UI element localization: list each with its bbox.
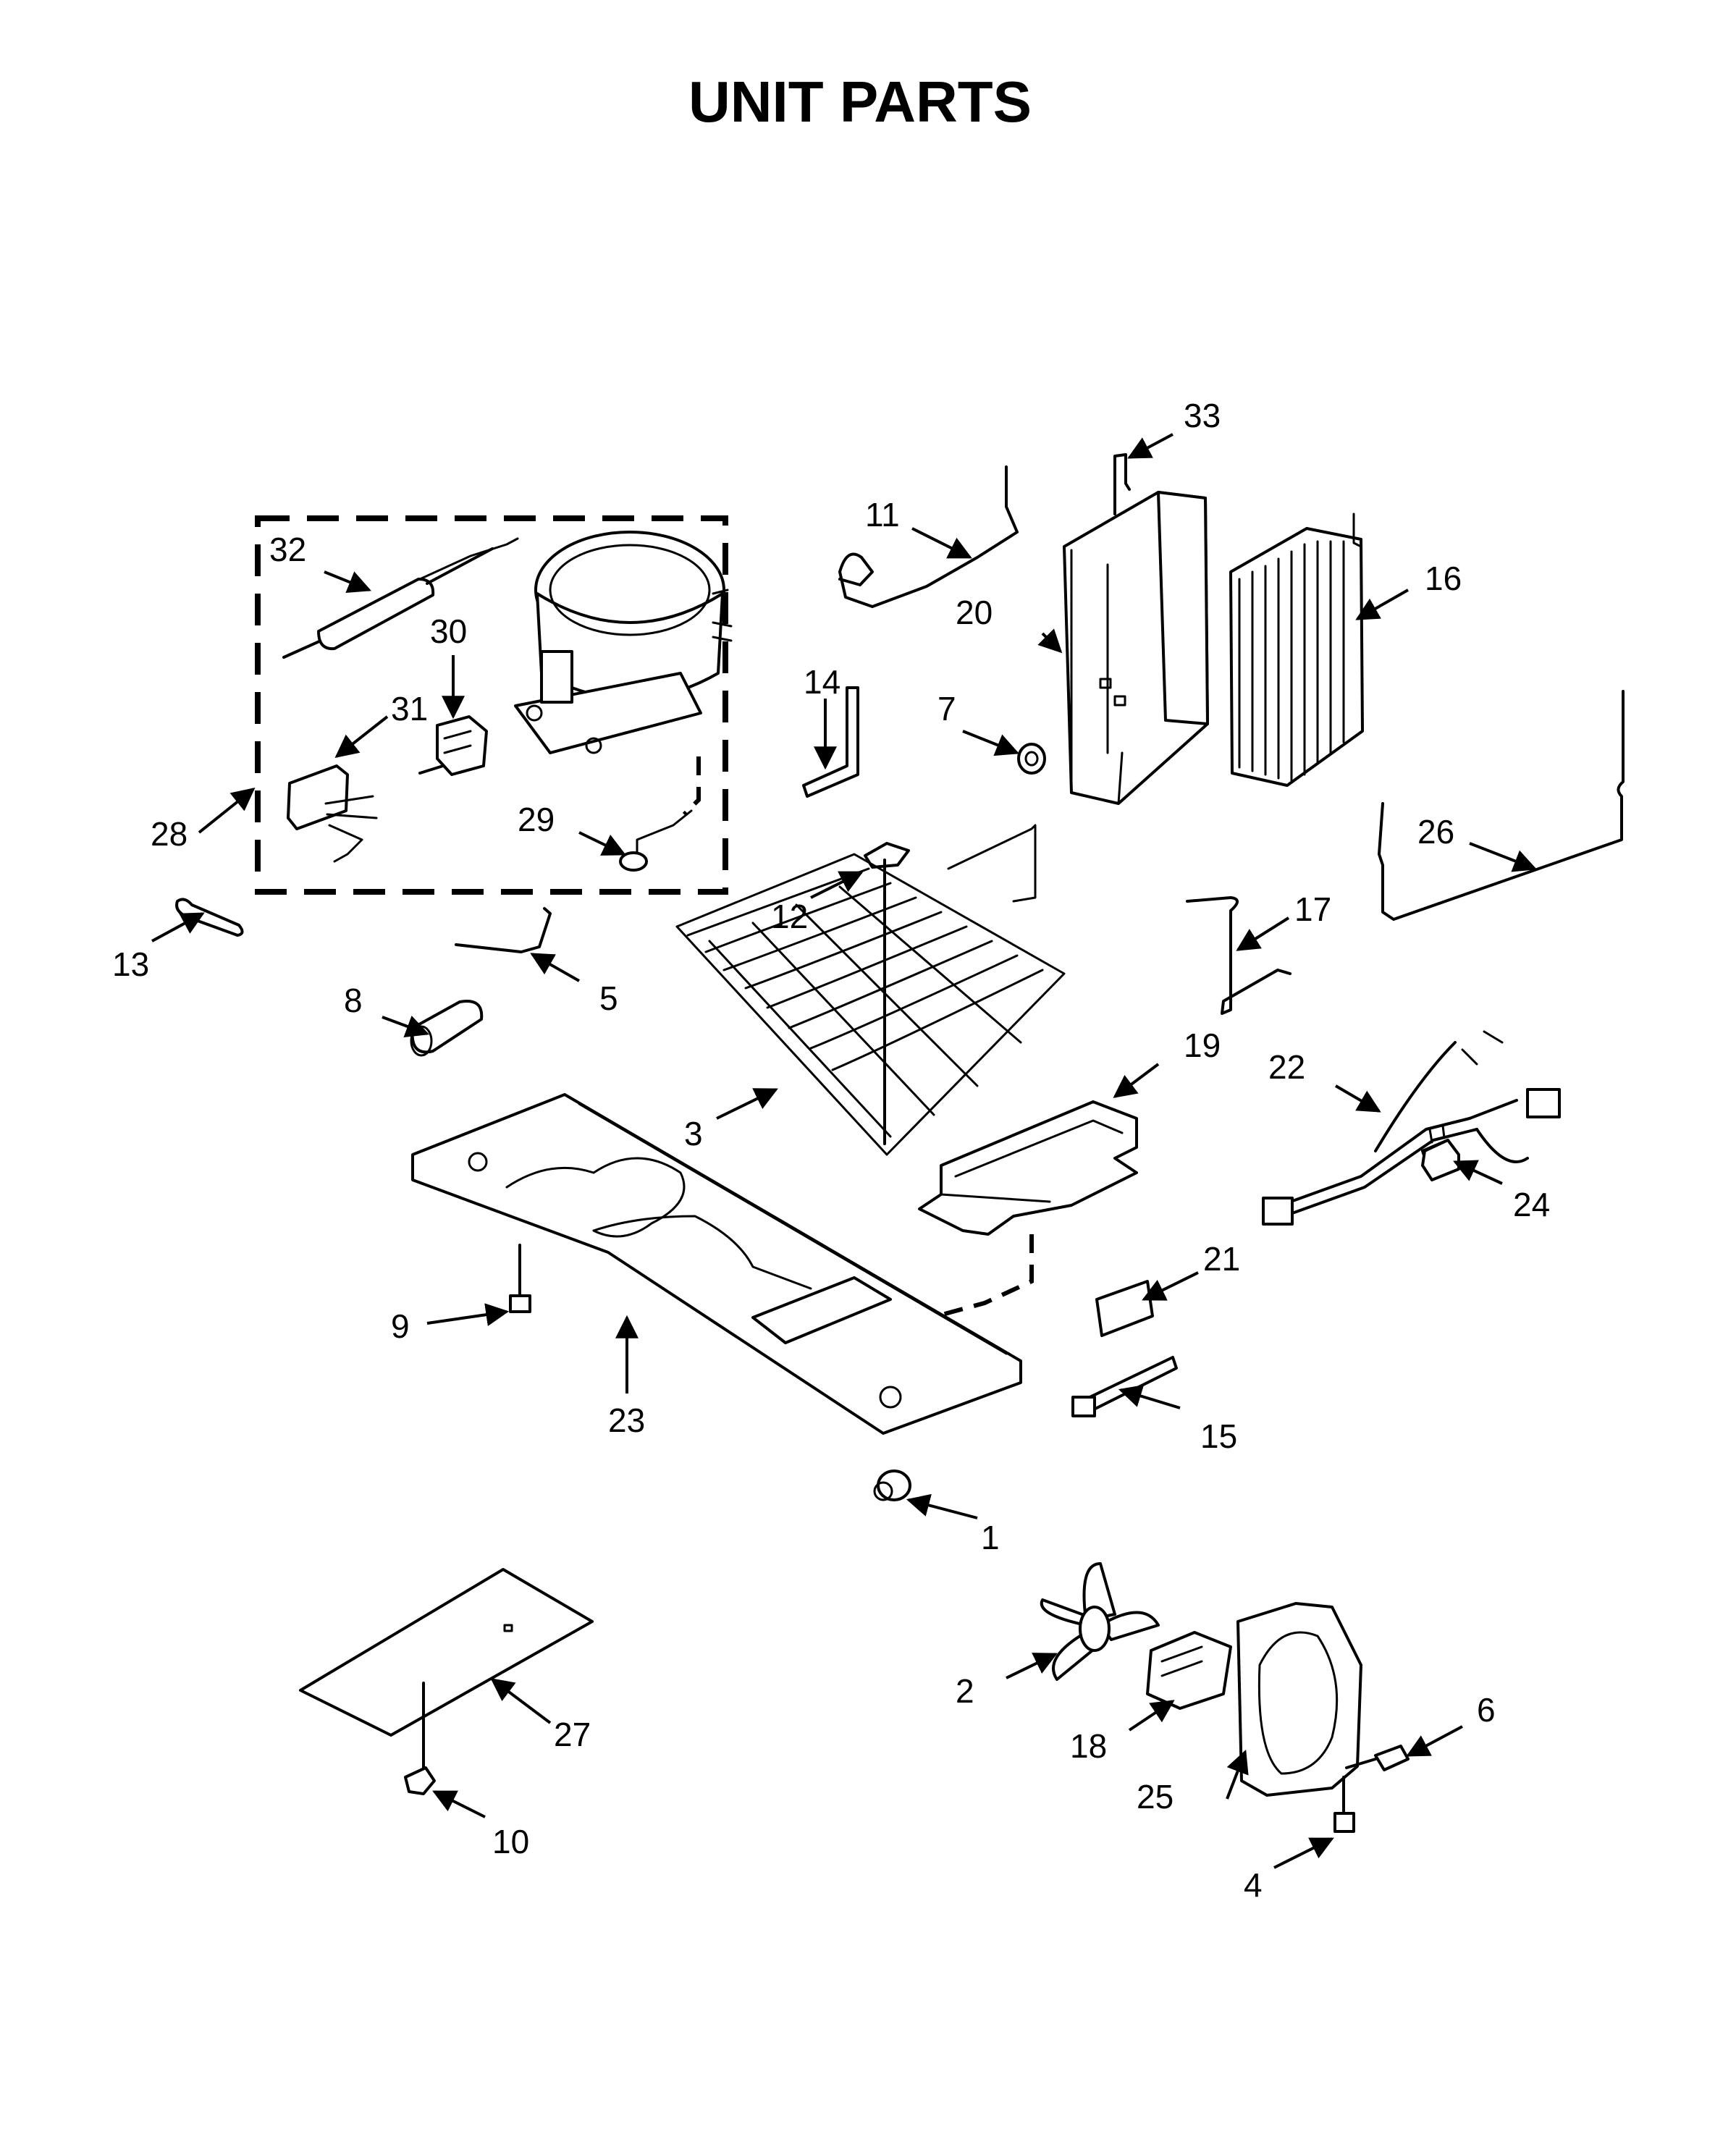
capillary-tube-insulation [410, 1000, 484, 1057]
callout-3: 3 [684, 1115, 703, 1152]
callout-8: 8 [344, 982, 363, 1019]
callout-5: 5 [599, 979, 618, 1017]
callout-13: 13 [112, 945, 149, 983]
compressor-kit-boundary [255, 515, 728, 895]
condenser-coil [1229, 513, 1364, 787]
callout-4: 4 [1244, 1866, 1263, 1904]
suction-line-tube [802, 686, 859, 798]
control-board [1095, 1280, 1154, 1337]
shroud-screw [1345, 1745, 1410, 1771]
callout-26: 26 [1417, 813, 1454, 851]
evaporator [675, 824, 1066, 1156]
compressor-connection-dash [682, 756, 701, 817]
overload-protector [287, 764, 378, 863]
condenser-fan-motor [1146, 1631, 1232, 1710]
callout-9: 9 [391, 1307, 410, 1345]
base-grommet [873, 1470, 911, 1501]
callout-22: 22 [1268, 1048, 1305, 1086]
compressor [514, 531, 733, 754]
callout-18: 18 [1070, 1727, 1107, 1765]
callout-21: 21 [1203, 1240, 1240, 1278]
callout-32: 32 [269, 531, 306, 568]
callout-1: 1 [981, 1519, 1000, 1556]
evaporator-bracket [864, 842, 910, 869]
sheet-clip [404, 1766, 436, 1795]
callout-19: 19 [1184, 1026, 1221, 1064]
drain-heater-wire [1186, 896, 1292, 1015]
callout-15: 15 [1200, 1417, 1237, 1455]
callout-labels: 1 2 3 4 5 6 7 8 9 10 11 12 13 14 15 16 1… [112, 397, 1550, 1904]
callout-17: 17 [1294, 890, 1331, 928]
page-title: UNIT PARTS [688, 69, 1032, 134]
callout-30: 30 [430, 612, 467, 650]
insulation-sheet [299, 1568, 594, 1775]
cable-tie [1071, 1356, 1178, 1417]
callout-29: 29 [518, 801, 555, 838]
callout-16: 16 [1425, 560, 1462, 597]
callout-28: 28 [151, 815, 187, 853]
callout-25: 25 [1137, 1778, 1174, 1816]
start-relay [418, 715, 488, 776]
condenser-fan-shroud [1236, 1602, 1362, 1797]
condenser-grommet [1017, 743, 1046, 775]
callout-12: 12 [771, 898, 808, 935]
base-screw [509, 1244, 531, 1313]
condenser-fan-blade [1040, 1562, 1160, 1681]
callout-10: 10 [492, 1823, 529, 1860]
callout-2: 2 [956, 1672, 974, 1710]
callout-leaders [151, 433, 1537, 1869]
callout-27: 27 [554, 1716, 591, 1753]
callout-20: 20 [956, 594, 993, 631]
callout-6: 6 [1477, 1691, 1496, 1729]
condenser-shroud [1063, 491, 1209, 805]
callout-33: 33 [1184, 397, 1221, 434]
filter-drier [282, 537, 519, 659]
base-plate [411, 1093, 1022, 1435]
callout-7: 7 [937, 690, 956, 728]
callout-11: 11 [865, 496, 900, 534]
discharge-tubing [838, 465, 1019, 608]
tubing-clip [175, 898, 244, 937]
heater-wire [455, 907, 552, 953]
compressor-wiring-grommet [619, 809, 693, 872]
wire-clip [1113, 453, 1131, 515]
callout-23: 23 [608, 1401, 645, 1439]
callout-24: 24 [1513, 1186, 1550, 1223]
defrost-heater [1378, 690, 1625, 921]
callout-14: 14 [804, 663, 840, 701]
callout-31: 31 [391, 690, 428, 728]
shroud-bottom-screw [1333, 1776, 1355, 1833]
